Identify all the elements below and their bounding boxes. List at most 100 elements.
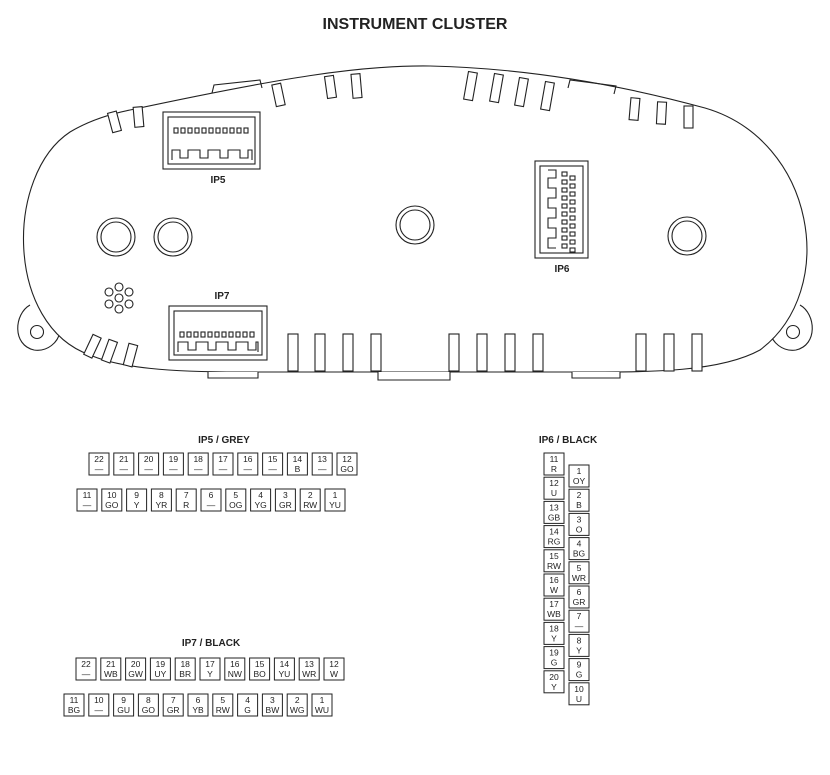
pin-number: 18 — [180, 659, 190, 669]
pin-wire-color: BG — [68, 705, 80, 715]
pin-number: 13 — [317, 454, 327, 464]
pin-cell: 4YG — [250, 488, 272, 512]
pin-wire-color: R — [183, 500, 189, 510]
pin-cell: 21— — [113, 452, 135, 476]
pin-cell: 7GR — [162, 693, 184, 717]
pin-cell: 6GR — [568, 585, 590, 609]
pin-number: 2 — [577, 490, 582, 500]
pin-wire-color: BO — [253, 669, 266, 679]
pin-cell: 4G — [237, 693, 259, 717]
pin-cell: 8YR — [150, 488, 172, 512]
ip6-connector-socket — [534, 160, 589, 259]
ip7-pinout-heading: IP7 / BLACK — [182, 638, 241, 649]
pin-number: 3 — [270, 695, 275, 705]
pin-number: 10 — [107, 490, 117, 500]
pin-wire-color: WR — [572, 573, 586, 583]
pin-number: 4 — [577, 539, 582, 549]
pin-number: 1 — [320, 695, 325, 705]
pin-wire-color: G — [551, 658, 558, 668]
pin-number: 21 — [119, 454, 129, 464]
pin-wire-color: GB — [548, 512, 561, 522]
pin-cell: 3O — [568, 512, 590, 536]
pin-wire-color: R — [551, 464, 557, 474]
pin-cell: 19G — [543, 646, 565, 670]
pin-wire-color: Y — [134, 500, 140, 510]
pin-number: 15 — [268, 454, 278, 464]
pin-wire-color: GW — [128, 669, 143, 679]
pin-number: 16 — [549, 575, 559, 585]
pin-wire-color: G — [244, 705, 251, 715]
pin-wire-color: OG — [229, 500, 242, 510]
pin-wire-color: GU — [117, 705, 130, 715]
ip6-pinout-heading: IP6 / BLACK — [539, 435, 598, 446]
pin-number: 17 — [205, 659, 215, 669]
pin-wire-color: W — [550, 585, 558, 595]
pin-number: 10 — [574, 684, 584, 694]
pin-cell: 3GR — [274, 488, 296, 512]
ip7-connector-socket — [168, 305, 268, 361]
pin-number: 7 — [171, 695, 176, 705]
pin-wire-color: O — [576, 524, 583, 534]
pin-wire-color: — — [95, 705, 104, 715]
pin-number: 13 — [549, 502, 559, 512]
pin-number: 22 — [94, 454, 104, 464]
pin-cell: 18— — [187, 452, 209, 476]
pin-number: 21 — [106, 659, 116, 669]
pin-wire-color: — — [120, 464, 129, 474]
pin-wire-color: — — [144, 464, 153, 474]
pin-wire-color: WR — [302, 669, 316, 679]
mounting-bosses — [96, 205, 707, 257]
pin-cell: 7R — [175, 488, 197, 512]
pin-cell: 15— — [262, 452, 284, 476]
ip7-cluster-label: IP7 — [214, 291, 229, 302]
pin-wire-color: — — [82, 669, 91, 679]
vent-holes — [104, 282, 134, 314]
pin-wire-color: G — [576, 670, 583, 680]
pin-cell: 10— — [88, 693, 110, 717]
pin-number: 20 — [549, 672, 559, 682]
pin-cell: 12W — [323, 657, 345, 681]
pin-wire-color: GR — [573, 597, 586, 607]
pin-wire-color: W — [330, 669, 338, 679]
pin-wire-color: BW — [266, 705, 280, 715]
pin-wire-color: WB — [547, 609, 561, 619]
pin-wire-color: GR — [279, 500, 292, 510]
pin-wire-color: WG — [290, 705, 305, 715]
pin-cell: 6YB — [187, 693, 209, 717]
pin-number: 6 — [577, 587, 582, 597]
pin-number: 2 — [295, 695, 300, 705]
pin-wire-color: U — [551, 488, 557, 498]
pin-number: 5 — [577, 563, 582, 573]
pin-number: 9 — [121, 695, 126, 705]
pin-number: 11 — [70, 695, 79, 705]
pin-wire-color: B — [295, 464, 301, 474]
pin-number: 10 — [94, 695, 104, 705]
pin-wire-color: — — [83, 500, 92, 510]
pin-cell: 1OY — [568, 464, 590, 488]
pin-number: 15 — [255, 659, 265, 669]
cluster-housing — [17, 65, 813, 381]
pin-number: 5 — [220, 695, 225, 705]
pin-wire-color: — — [169, 464, 178, 474]
pin-number: 11 — [550, 454, 559, 464]
pin-wire-color: — — [219, 464, 228, 474]
pin-wire-color: NW — [228, 669, 242, 679]
pin-cell: 2RW — [299, 488, 321, 512]
pin-cell: 6— — [200, 488, 222, 512]
pin-number: 8 — [159, 490, 164, 500]
pin-wire-color: GO — [340, 464, 354, 474]
pin-cell: 9G — [568, 658, 590, 682]
pin-cell: 8GO — [137, 693, 159, 717]
pin-number: 20 — [144, 454, 154, 464]
pin-wire-color: Y — [551, 633, 557, 643]
pin-number: 4 — [258, 490, 263, 500]
